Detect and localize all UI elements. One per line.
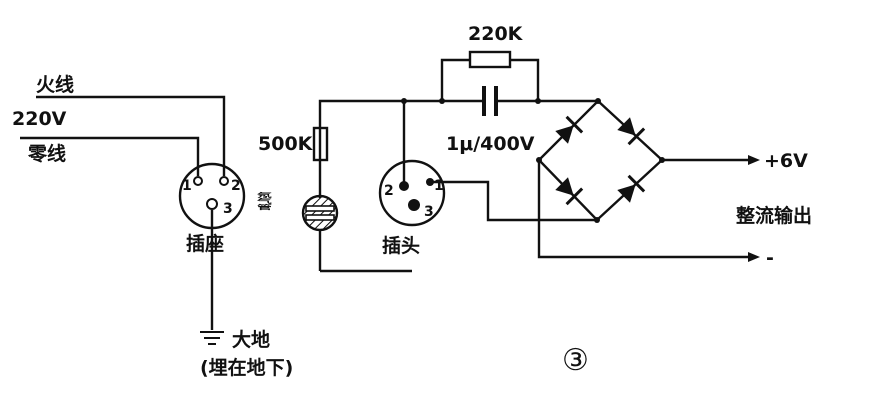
live-wire <box>36 95 226 176</box>
plug: 2 1 3 插头 <box>320 101 597 273</box>
socket-label: 插座 <box>186 232 224 255</box>
neutral-wire <box>20 136 200 176</box>
r220-lead-right <box>510 58 540 101</box>
dc-output: +6V - 整流输出 <box>537 150 812 269</box>
live-wire-label: 火线 <box>36 73 74 96</box>
socket-pin-3-label: 3 <box>223 201 233 217</box>
socket-pin-1-label: 1 <box>182 178 192 194</box>
r220-label: 220K <box>468 23 524 45</box>
positive-output-arrow-icon <box>748 155 760 165</box>
socket-pin-1 <box>193 176 203 186</box>
ground: 大地 (埋在地下) <box>200 210 293 379</box>
r220-lead-left <box>440 58 470 101</box>
diode-bottom-right <box>617 174 646 203</box>
neutral-wire-label: 零线 <box>27 142 66 165</box>
top-wire-left <box>318 99 482 198</box>
bridge-node-top <box>595 98 601 104</box>
r500-label: 500K <box>258 133 314 155</box>
bridge-rectifier <box>536 98 665 223</box>
plug-pin1-to-bridge-wire <box>430 180 597 222</box>
bridge-outline <box>537 99 664 222</box>
negative-output-wire <box>537 160 748 259</box>
socket-pin-2-label: 2 <box>231 178 241 194</box>
ground-note: (埋在地下) <box>200 356 293 379</box>
plug-pin-2-label: 2 <box>384 183 394 199</box>
socket-pin-2 <box>219 176 229 186</box>
output-label: 整流输出 <box>736 204 812 227</box>
plug-pin-2 <box>399 181 409 191</box>
positive-output-label: +6V <box>764 150 808 172</box>
diode-top-left <box>555 115 584 144</box>
r220-body <box>468 50 512 69</box>
ground-label: 大地 <box>232 328 270 351</box>
mains-input: 火线 220V 零线 <box>12 73 226 176</box>
capacitor-label: 1μ/400V <box>446 133 535 155</box>
figure-number: ③ <box>562 343 589 378</box>
neon-tube-body <box>301 194 339 232</box>
socket-pin-3 <box>206 198 218 210</box>
negative-output-label: - <box>766 247 774 269</box>
plug-pin-3 <box>408 199 420 211</box>
voltage-label: 220V <box>12 108 67 130</box>
bridge-node-bottom <box>594 217 600 223</box>
plug-label: 插头 <box>382 235 420 257</box>
plug-pin-3-label: 3 <box>424 204 434 220</box>
capacitor: 1μ/400V <box>446 86 535 155</box>
diode-bottom-left <box>555 177 584 206</box>
resistor-220k: 220K <box>440 23 540 101</box>
neon-tube-label-1: 氖气管 <box>255 192 273 210</box>
neon-electrode-bottom <box>305 214 335 221</box>
negative-output-arrow-icon <box>748 252 760 262</box>
plug-body <box>378 159 446 227</box>
neon-electrode-top <box>305 205 335 212</box>
r500-body <box>312 126 329 162</box>
neon-tube: 氖气管 <box>255 192 339 271</box>
plug-pin-1-label: 1 <box>434 178 444 194</box>
diode-top-right <box>617 117 646 146</box>
wall-socket: 1 2 3 插座 <box>178 162 246 255</box>
resistor-500k: 500K <box>258 126 329 162</box>
